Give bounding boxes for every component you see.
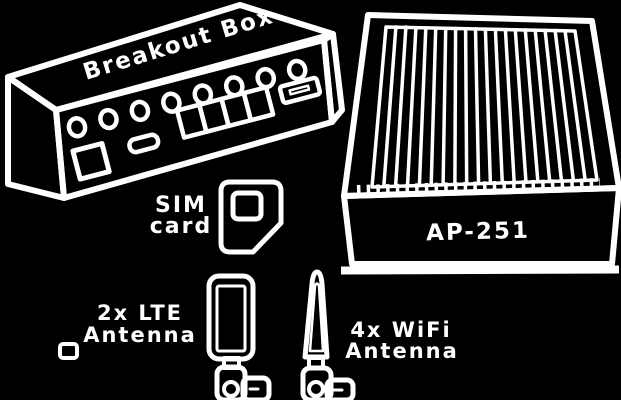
heatsink-fin-ends — [356, 178, 601, 196]
lte-antenna-label-line1: 2x LTE — [97, 301, 183, 325]
small-connector-mark — [58, 342, 79, 360]
lte-antenna: 2x LTE Antenna — [58, 273, 272, 400]
ethernet-port — [241, 85, 276, 123]
wifi-antenna-hinge — [300, 365, 334, 400]
breakout-box: Breakout Box — [5, 2, 345, 201]
sma-port-circle — [161, 91, 182, 114]
sim-chip — [230, 190, 264, 222]
lte-antenna-label-line2: Antenna — [83, 323, 197, 347]
slot-port-inner — [288, 84, 311, 96]
breakout-box-right-face — [321, 31, 345, 125]
sim-card: SIM card — [150, 179, 284, 255]
wifi-antenna-body-inner — [308, 282, 325, 353]
ap-unit-label: AP-251 — [426, 218, 530, 247]
lte-antenna-hinge-circle — [222, 380, 240, 398]
sma-port-circle — [286, 58, 308, 82]
square-port — [70, 141, 112, 182]
lte-antenna-connector — [240, 375, 272, 400]
sim-card-icon — [218, 179, 284, 255]
wifi-antenna-label-line1: 4x WiFi — [350, 318, 451, 342]
wifi-antenna: 4x WiFi Antenna — [300, 269, 459, 400]
sim-card-label-line1: SIM — [155, 193, 207, 218]
heatsink-inset-border — [370, 25, 599, 189]
sma-port-circle — [66, 116, 88, 139]
wifi-antenna-body — [302, 269, 330, 360]
usb-port — [127, 132, 161, 155]
lte-antenna-body-inner — [215, 284, 247, 353]
wifi-antenna-label-line2: Antenna — [345, 339, 459, 363]
ap-unit: AP-251 — [340, 12, 621, 275]
sim-card-label-line2: card — [150, 214, 212, 239]
ap-unit-base-edge — [340, 265, 620, 275]
sma-port-circle — [129, 99, 151, 123]
heatsink-fins — [382, 25, 587, 189]
sma-port-circle — [98, 107, 119, 131]
breakout-box-ports — [66, 58, 323, 182]
wifi-antenna-connector — [324, 377, 356, 400]
ap-unit-front-face — [341, 185, 621, 267]
breakout-box-left-face — [5, 74, 67, 201]
wifi-antenna-hinge-circle — [307, 380, 325, 398]
slot-port — [277, 75, 323, 105]
